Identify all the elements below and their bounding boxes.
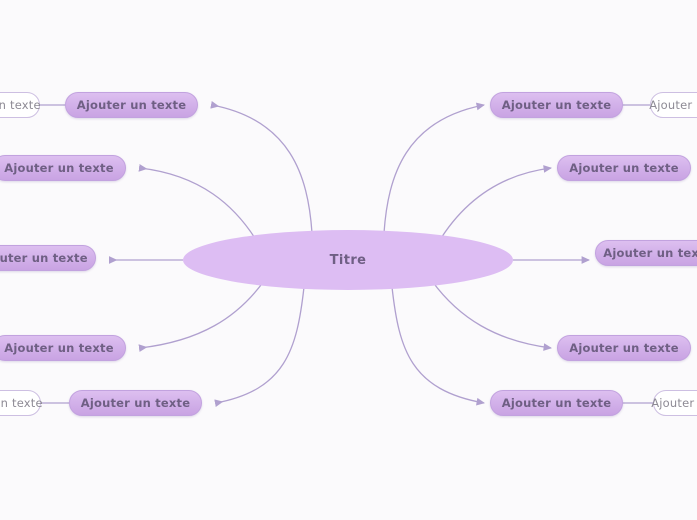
leaf-node-label: Ajouter un texte [651, 396, 697, 410]
connector-left-5 [214, 286, 305, 408]
branch-node-left-4[interactable]: Ajouter un texte [0, 335, 126, 361]
branch-node-label: Ajouter un texte [501, 98, 612, 112]
leaf-node-label: Ajouter un texte [0, 396, 43, 410]
leaf-node-right-1[interactable]: Ajouter un texte [649, 92, 697, 118]
connector-left-4 [138, 280, 265, 352]
connector-right-5 [391, 286, 485, 406]
branch-node-label: Ajouter un texte [76, 98, 187, 112]
branch-node-right-5[interactable]: Ajouter un texte [490, 390, 623, 416]
leaf-node-right-5[interactable]: Ajouter un texte [651, 390, 697, 416]
leaf-node-label: Ajouter un texte [649, 98, 697, 112]
branch-node-right-4[interactable]: Ajouter un texte [557, 335, 691, 361]
connector-right-1 [383, 102, 485, 234]
branch-node-label: Ajouter un texte [603, 246, 697, 260]
branch-node-label: Ajouter un texte [80, 396, 191, 410]
branch-node-label: Ajouter un texte [0, 251, 88, 265]
branch-node-right-3[interactable]: Ajouter un texte [595, 240, 697, 266]
branch-node-label: Ajouter un texte [569, 161, 679, 175]
branch-node-label: Ajouter un texte [4, 341, 114, 355]
connector-left-2 [138, 164, 259, 244]
branch-node-label: Ajouter un texte [4, 161, 114, 175]
connector-right-4 [431, 280, 552, 351]
branch-node-label: Ajouter un texte [569, 341, 679, 355]
branch-node-label: Ajouter un texte [501, 396, 612, 410]
leaf-node-left-1[interactable]: Ajouter un texte [0, 92, 41, 118]
center-node[interactable]: Titre [183, 230, 513, 290]
branch-node-left-5[interactable]: Ajouter un texte [69, 390, 202, 416]
leaf-node-left-5[interactable]: Ajouter un texte [0, 390, 43, 416]
branch-node-left-3[interactable]: Ajouter un texte [0, 245, 96, 271]
center-node-label: Titre [329, 252, 367, 268]
branch-node-right-2[interactable]: Ajouter un texte [557, 155, 691, 181]
branch-node-right-1[interactable]: Ajouter un texte [490, 92, 623, 118]
connector-right-2 [437, 165, 552, 244]
connector-left-1 [210, 100, 313, 234]
branch-node-left-1[interactable]: Ajouter un texte [65, 92, 198, 118]
branch-node-left-2[interactable]: Ajouter un texte [0, 155, 126, 181]
leaf-node-label: Ajouter un texte [0, 98, 41, 112]
